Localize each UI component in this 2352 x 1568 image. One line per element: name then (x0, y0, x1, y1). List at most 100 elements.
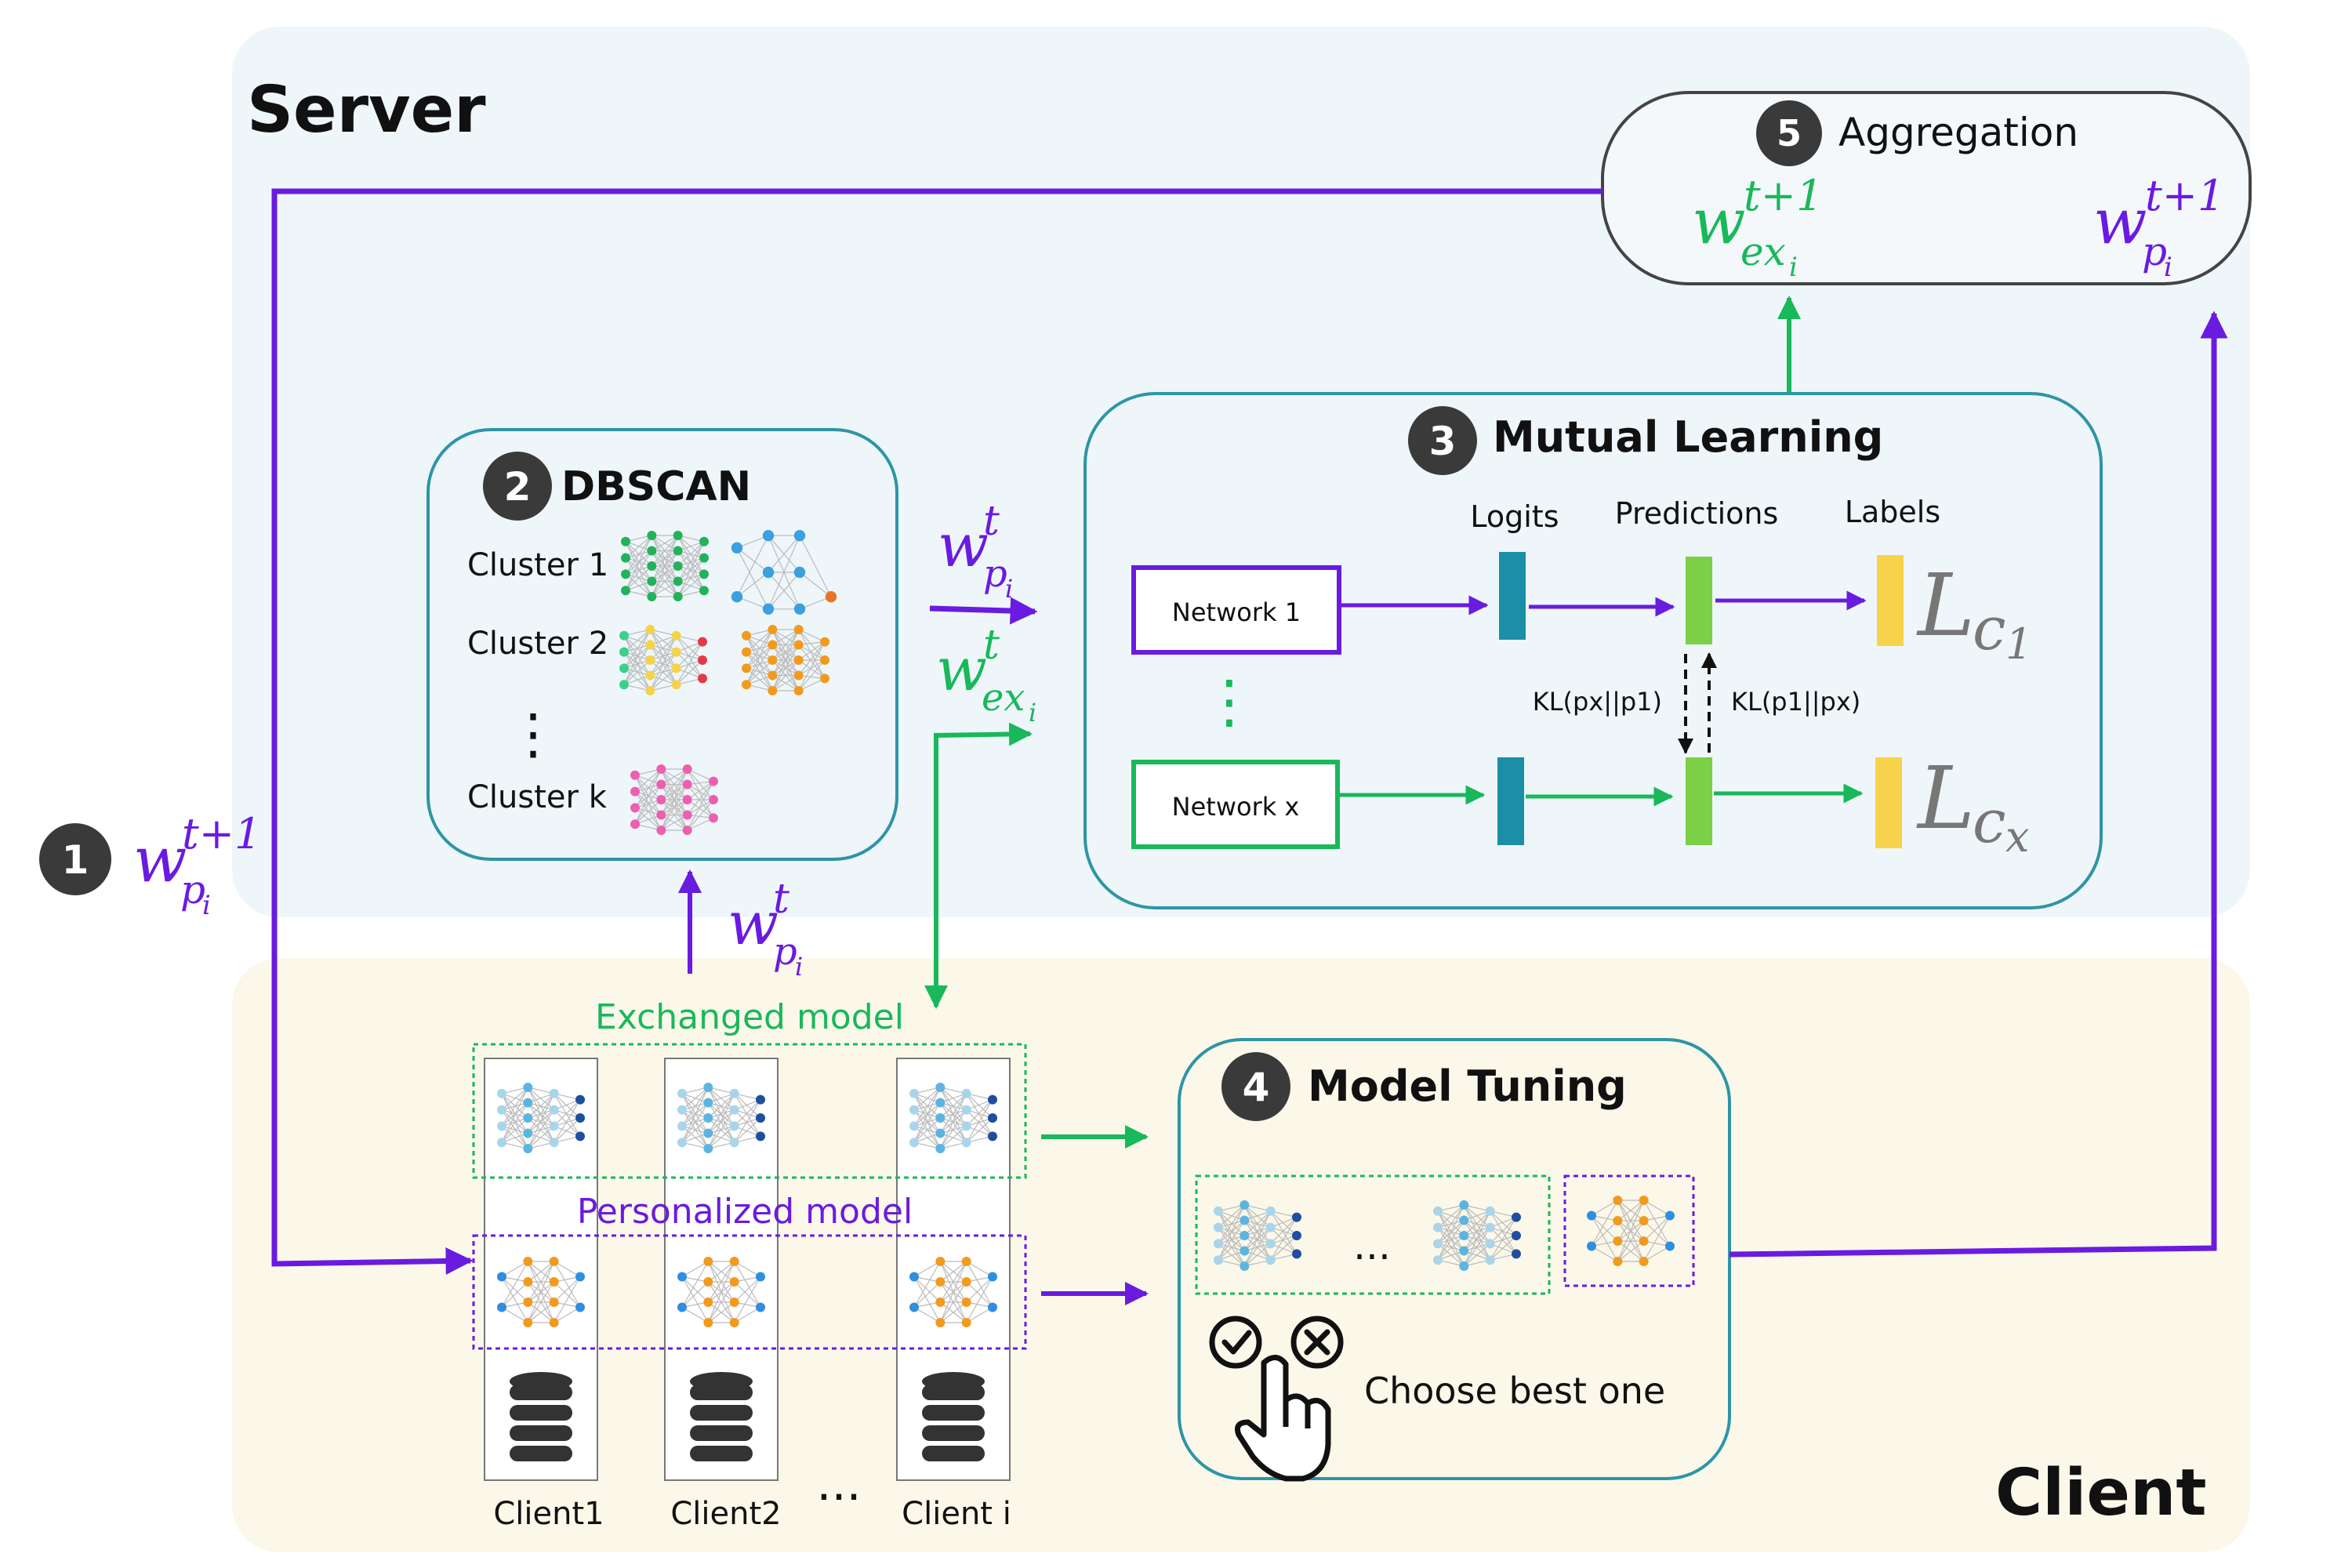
cluster-2-net-mixed-icon (619, 625, 707, 695)
pointing-hand-icon (1235, 1355, 1331, 1482)
svg-text:t+1: t+1 (182, 809, 261, 858)
tuning-exchanged-group (1195, 1174, 1551, 1295)
client-i-label: Client i (902, 1496, 1011, 1532)
personalized-net-clienti-icon (909, 1257, 997, 1327)
svg-text:i: i (1029, 698, 1036, 728)
svg-text:i: i (795, 952, 803, 982)
cluster-1-net-blue-icon (731, 530, 837, 615)
agg-w-ex-t1: w ex i t+1 (1692, 171, 1823, 283)
exchanged-net-clienti-icon (909, 1083, 997, 1153)
model-tuning-box (1178, 1038, 1731, 1480)
svg-text:w: w (1692, 185, 1745, 258)
cluster-2-label: Cluster 2 (467, 626, 608, 662)
network-1-label: Network 1 (1172, 597, 1301, 627)
tuning-exchanged-net-1-icon (1214, 1200, 1301, 1271)
step-1-number: 1 (62, 837, 89, 883)
database-clienti-icon (922, 1372, 985, 1461)
step-2-badge (483, 452, 552, 521)
w-p-t-up: w p i t (728, 876, 803, 982)
client-1-label: Client1 (493, 1496, 604, 1532)
step-4-badge (1221, 1052, 1290, 1121)
network-vertical-dots: ⋮ (1200, 668, 1258, 735)
svg-text:i: i (202, 890, 211, 921)
svg-text:w: w (133, 823, 187, 896)
svg-text:t: t (983, 498, 1000, 545)
logits-header: Logits (1470, 499, 1559, 534)
choose-best-one-label: Choose best one (1364, 1370, 1665, 1412)
labels-header: Labels (1845, 495, 1940, 529)
step-4-number: 4 (1243, 1065, 1270, 1110)
database-client2-icon (690, 1372, 753, 1461)
step-3-number: 3 (1429, 419, 1457, 464)
step-3-badge (1408, 406, 1477, 475)
pred-bar-1 (1686, 557, 1712, 644)
svg-text:L: L (1916, 555, 1975, 655)
network-x-box (1131, 760, 1340, 849)
mutual-learning-title: Mutual Learning (1493, 412, 1883, 462)
database-client1-icon (510, 1372, 572, 1461)
flow-aggregation-to-client (271, 188, 1602, 1276)
server-label: Server (247, 73, 486, 147)
svg-text:p: p (2142, 229, 2167, 274)
cluster-k-label: Cluster k (467, 779, 608, 815)
cluster-1-net-green-icon (621, 531, 709, 601)
tuning-exchanged-net-2-icon (1433, 1200, 1521, 1271)
label-bar-1 (1877, 555, 1904, 646)
svg-text:w: w (728, 888, 779, 958)
model-tuning-title: Model Tuning (1308, 1062, 1627, 1111)
svg-text:w: w (938, 510, 989, 580)
cluster-1-label: Cluster 1 (467, 547, 608, 583)
svg-text:1: 1 (2005, 619, 2032, 669)
step-2-number: 2 (504, 464, 532, 510)
cluster-ellipsis: ⋮ (506, 702, 561, 766)
svg-text:p: p (773, 930, 797, 974)
tuning-personalized-group (1563, 1174, 1695, 1287)
svg-text:L: L (1916, 748, 1975, 848)
flow-tuning-to-aggregation (1729, 310, 2228, 1258)
personalized-net-client1-icon (497, 1257, 585, 1327)
svg-text:t: t (773, 876, 789, 923)
logits-bar-1 (1499, 552, 1526, 640)
check-icon (1209, 1316, 1262, 1369)
flow-dbscan-to-network1 (929, 597, 1038, 625)
svg-text:w: w (936, 634, 987, 704)
loss-c1: L c 1 (1916, 555, 2032, 669)
w-p-t-mid: w p i t (938, 498, 1013, 604)
exchanged-model-label: Exchanged model (595, 997, 904, 1037)
kl-px-p1: KL(px||p1) (1533, 687, 1662, 717)
pred-bar-x (1686, 757, 1712, 845)
loss-cx: L c x (1916, 748, 2029, 862)
svg-text:t+1: t+1 (2145, 171, 2224, 220)
network-1-box (1131, 565, 1341, 655)
exchanged-net-client2-icon (677, 1083, 765, 1153)
step-5-badge (1756, 100, 1822, 166)
w-p-t1-left: w p i t+1 (133, 809, 261, 921)
personalized-model-group (472, 1234, 1027, 1350)
svg-text:w: w (2093, 185, 2147, 258)
cross-icon (1290, 1316, 1344, 1369)
agg-w-p-t1: w p i t+1 (2093, 171, 2224, 283)
dbscan-box (426, 428, 898, 861)
cluster-k-net-pink-icon (630, 764, 718, 835)
label-bar-x (1875, 757, 1902, 848)
exchanged-model-group (472, 1043, 1027, 1179)
tuning-personalized-net-icon (1587, 1196, 1675, 1266)
step-1-badge (39, 823, 111, 895)
network-x-label: Network x (1172, 792, 1300, 822)
svg-text:p: p (180, 867, 205, 913)
dbscan-title: DBSCAN (561, 463, 751, 510)
svg-text:x: x (2005, 812, 2029, 862)
personalized-model-label: Personalized model (577, 1192, 913, 1232)
svg-text:t+1: t+1 (1744, 171, 1823, 220)
client-label: Client (1995, 1456, 2207, 1530)
personalized-net-client2-icon (677, 1257, 765, 1327)
svg-text:ex: ex (1740, 229, 1786, 274)
logits-bar-x (1497, 757, 1524, 845)
svg-text:ex: ex (982, 676, 1025, 720)
w-ex-t-mid: w ex i t (936, 622, 1036, 728)
predictions-header: Predictions (1615, 496, 1779, 531)
svg-text:i: i (1005, 574, 1013, 604)
svg-text:p: p (983, 552, 1007, 596)
clients-ellipsis: ··· (816, 1470, 861, 1525)
